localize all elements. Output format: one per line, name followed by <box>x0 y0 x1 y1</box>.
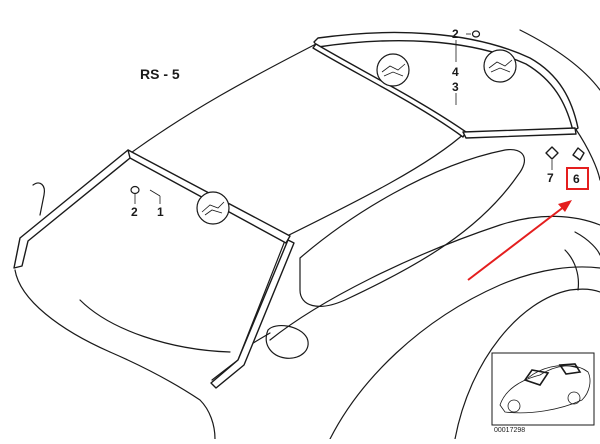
rear-top-contour <box>519 29 600 91</box>
callout-1: 1 <box>157 205 164 219</box>
roof-right-edge <box>282 131 467 239</box>
detail-circle-rear-right <box>483 49 517 83</box>
callout-2-left: 2 <box>131 205 138 219</box>
front-fender-line <box>109 351 216 440</box>
callout-3: 3 <box>452 80 459 94</box>
detail-circle-windshield <box>196 191 230 225</box>
front-tab <box>32 182 45 216</box>
callout-4: 4 <box>452 65 459 79</box>
reference-number: 00017298 <box>494 427 525 434</box>
highlight-box <box>566 167 589 190</box>
thumbnail-rear-window <box>558 363 582 375</box>
callout-7: 7 <box>547 171 554 185</box>
rear-window-moulding-bottom <box>462 127 577 139</box>
windshield <box>13 149 295 389</box>
side-window <box>299 148 526 307</box>
rear-wheel-arch <box>454 288 600 440</box>
door-line <box>269 215 600 341</box>
roof-front-edge <box>127 43 317 156</box>
car-body-outline <box>14 29 600 440</box>
thumbnail-windshield <box>523 369 550 386</box>
detail-circle-rear-left <box>376 53 410 87</box>
callout-6: 6 <box>573 172 580 186</box>
hood-line <box>14 269 111 353</box>
rear-window <box>312 31 579 139</box>
leader-lines <box>134 33 553 204</box>
rear-body-curve <box>574 127 600 181</box>
callout-2-top: 2 <box>452 27 459 41</box>
clip-part-6 <box>572 147 585 161</box>
highlight-arrow <box>467 200 572 281</box>
thumbnail-inset: 00017298 <box>491 352 595 434</box>
rear-fender-detail <box>564 249 580 291</box>
diagram-title: RS - 5 <box>140 66 180 82</box>
fender-top-line <box>574 231 600 256</box>
rear-window-moulding-top <box>313 31 579 132</box>
clip-part-2-left <box>130 185 140 195</box>
hood-crease <box>79 299 231 353</box>
windshield-moulding-left <box>13 149 136 269</box>
thumbnail-frame <box>491 352 595 426</box>
body-side-line <box>329 266 600 440</box>
roof-top-edge <box>315 34 576 129</box>
rear-window-moulding-left <box>312 43 467 138</box>
side-mirror <box>265 324 309 359</box>
windshield-moulding-right <box>210 239 295 389</box>
clip-part-7 <box>545 146 559 160</box>
clip-part-2-top <box>471 30 481 38</box>
